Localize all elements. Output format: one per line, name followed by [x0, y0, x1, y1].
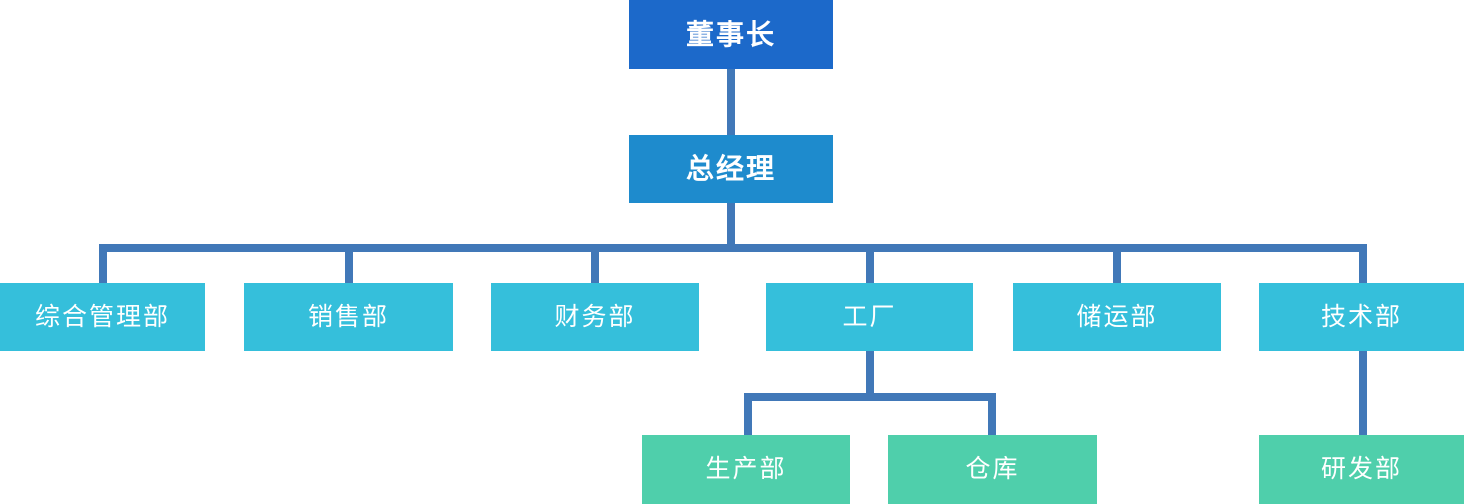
org-node-label: 生产部 [705, 455, 787, 483]
department-bus [103, 244, 1363, 252]
org-node-sub-production[interactable]: 生产部 [642, 435, 850, 504]
org-node-label: 总经理 [685, 153, 776, 184]
org-node-label: 储运部 [1076, 302, 1158, 331]
org-node-dept-admin[interactable]: 综合管理部 [0, 283, 205, 351]
org-node-dept-finance[interactable]: 财务部 [491, 283, 699, 351]
org-node-chairman[interactable]: 董事长 [629, 0, 833, 69]
org-node-label: 财务部 [554, 302, 636, 331]
org-node-sub-warehouse[interactable]: 仓库 [888, 435, 1097, 504]
org-node-dept-factory[interactable]: 工厂 [766, 283, 973, 351]
org-node-label: 仓库 [965, 455, 1020, 483]
org-node-dept-technology[interactable]: 技术部 [1259, 283, 1464, 351]
drop-to-production [744, 393, 752, 435]
technology-to-rnd-stem [1359, 351, 1367, 435]
drop-to-finance [591, 244, 599, 283]
org-node-general-manager[interactable]: 总经理 [629, 135, 833, 203]
drop-to-sales [345, 244, 353, 283]
org-node-dept-storage[interactable]: 储运部 [1013, 283, 1221, 351]
org-node-label: 董事长 [685, 18, 776, 50]
org-node-label: 综合管理部 [34, 302, 170, 331]
drop-to-technology [1359, 244, 1367, 283]
org-node-label: 技术部 [1320, 302, 1402, 331]
drop-to-storage [1113, 244, 1121, 283]
chairman-to-manager-stem [727, 69, 735, 135]
org-node-dept-sales[interactable]: 销售部 [244, 283, 453, 351]
org-node-label: 研发部 [1320, 455, 1402, 483]
org-node-label: 工厂 [842, 302, 897, 331]
factory-sub-bus [744, 393, 996, 401]
drop-to-warehouse [988, 393, 996, 435]
factory-down-stem [866, 351, 874, 393]
org-node-label: 销售部 [307, 302, 389, 331]
drop-to-factory [866, 244, 874, 283]
manager-down-stem [727, 203, 735, 248]
drop-to-admin [99, 244, 107, 283]
org-node-sub-rnd[interactable]: 研发部 [1259, 435, 1464, 504]
